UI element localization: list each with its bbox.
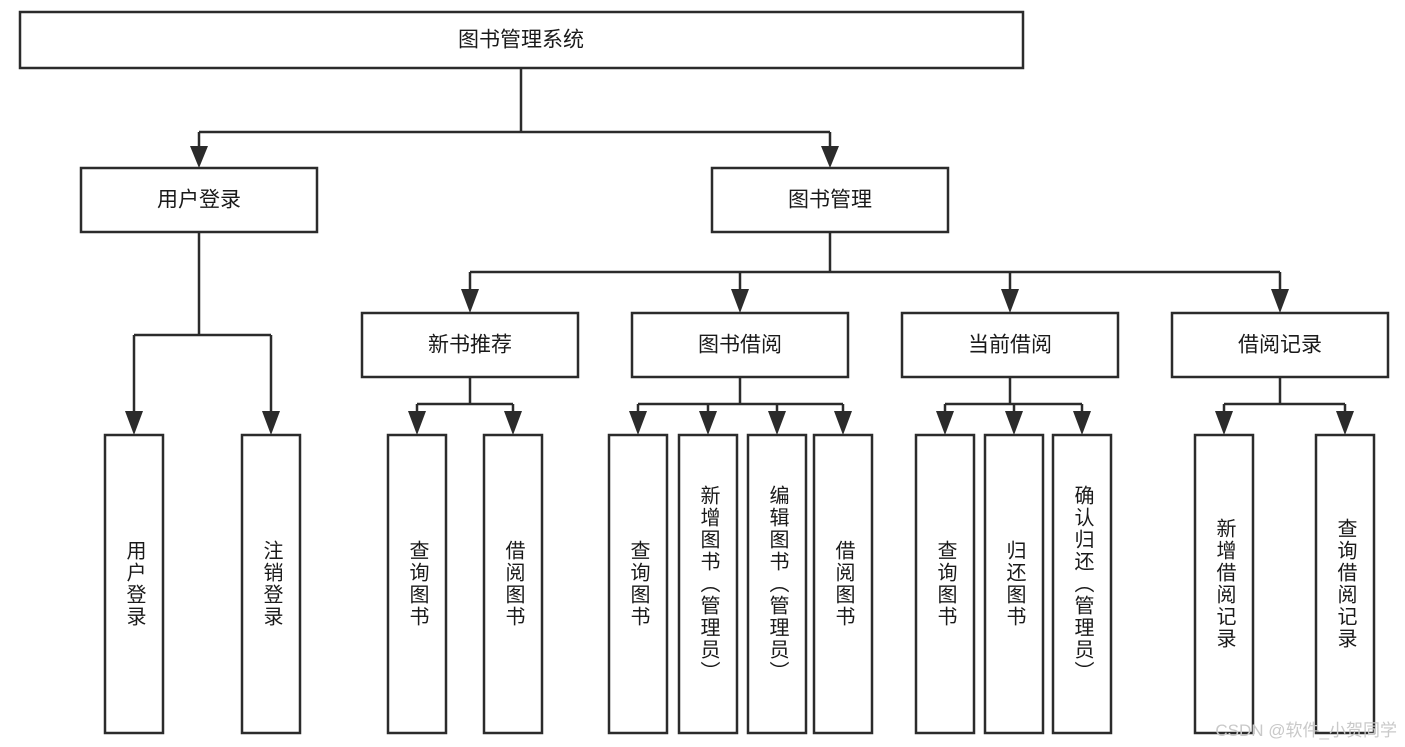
leaf-current-borrow-3[interactable]: 确认归还（管理员） [1051, 433, 1113, 735]
leaf-box[interactable] [386, 433, 448, 735]
connector-borrowrecord-to-leaves [1215, 377, 1354, 435]
node-book-management-box[interactable] [710, 166, 950, 234]
connector-currentborrow-to-leaves [936, 377, 1091, 435]
arrow-head-icon [834, 411, 852, 435]
leaf-label: 查询借阅记录 [1334, 518, 1356, 650]
leaf-label: 新增借阅记录 [1213, 518, 1235, 650]
node-borrow-record-box[interactable] [1170, 311, 1390, 379]
leaf-current-borrow-1[interactable]: 查询图书 [914, 433, 976, 735]
leaf-user-login-2[interactable]: 注销登录 [240, 433, 302, 735]
arrow-head-icon [1215, 411, 1233, 435]
leaf-label: 查询图书 [406, 540, 428, 628]
leaf-box[interactable] [1314, 433, 1376, 735]
arrow-head-icon [821, 146, 839, 168]
leaf-box[interactable] [103, 433, 165, 735]
node-user-login-box[interactable] [79, 166, 319, 234]
leaf-book-borrow-4[interactable]: 借阅图书 [812, 433, 874, 735]
leaf-label: 确认归还（管理员） [1071, 485, 1093, 683]
arrow-head-icon [1005, 411, 1023, 435]
leaf-label: 查询图书 [934, 540, 956, 628]
leaf-book-borrow-2[interactable]: 新增图书（管理员） [677, 433, 739, 735]
arrow-head-icon [699, 411, 717, 435]
arrow-head-icon [1271, 289, 1289, 313]
leaf-borrow-record-1[interactable]: 新增借阅记录 [1193, 433, 1255, 735]
node-new-book-recommend[interactable]: 新书推荐 [360, 311, 580, 379]
leaf-new-book-2[interactable]: 借阅图书 [482, 433, 544, 735]
node-borrow-record[interactable]: 借阅记录 [1170, 311, 1390, 379]
leaf-box[interactable] [240, 433, 302, 735]
arrow-head-icon [408, 411, 426, 435]
leaf-label: 借阅图书 [502, 540, 524, 628]
leaf-user-login-1[interactable]: 用户登录 [103, 433, 165, 735]
arrow-head-icon [504, 411, 522, 435]
arrow-head-icon [731, 289, 749, 313]
connector-newbook-to-leaves [408, 377, 522, 435]
leaf-new-book-1[interactable]: 查询图书 [386, 433, 448, 735]
leaf-label: 借阅图书 [832, 540, 854, 628]
node-book-borrow-box[interactable] [630, 311, 850, 379]
node-root[interactable]: 图书管理系统 [18, 10, 1025, 70]
leaf-label: 归还图书 [1003, 540, 1025, 628]
leaf-label: 查询图书 [627, 540, 649, 628]
leaf-borrow-record-2[interactable]: 查询借阅记录 [1314, 433, 1376, 735]
leaf-box[interactable] [1193, 433, 1255, 735]
leaf-book-borrow-3[interactable]: 编辑图书（管理员） [746, 433, 808, 735]
node-root-label: 图书管理系统 [458, 29, 584, 52]
leaf-book-borrow-1[interactable]: 查询图书 [607, 433, 669, 735]
leaf-box[interactable] [607, 433, 669, 735]
leaf-box[interactable] [677, 433, 739, 735]
node-new-book-recommend-label: 新书推荐 [428, 334, 512, 357]
arrow-head-icon [629, 411, 647, 435]
connector-bookmgmt-to-level3 [461, 232, 1289, 313]
leaf-box[interactable] [1051, 433, 1113, 735]
node-new-book-recommend-box[interactable] [360, 311, 580, 379]
node-borrow-record-label: 借阅记录 [1238, 334, 1322, 357]
leaf-box[interactable] [914, 433, 976, 735]
leaf-current-borrow-2[interactable]: 归还图书 [983, 433, 1045, 735]
leaf-box[interactable] [746, 433, 808, 735]
node-book-borrow[interactable]: 图书借阅 [630, 311, 850, 379]
node-current-borrow-label: 当前借阅 [968, 334, 1052, 357]
arrow-head-icon [1001, 289, 1019, 313]
leaf-box[interactable] [812, 433, 874, 735]
arrow-head-icon [461, 289, 479, 313]
node-book-borrow-label: 图书借阅 [698, 334, 782, 357]
leaf-box[interactable] [983, 433, 1045, 735]
leaf-label: 用户登录 [123, 540, 145, 628]
leaf-label: 编辑图书（管理员） [766, 485, 788, 683]
arrow-head-icon [1336, 411, 1354, 435]
connector-userlogin-to-leaves [125, 232, 280, 435]
connector-root-to-level2 [190, 68, 839, 168]
arrow-head-icon [125, 411, 143, 435]
arrow-head-icon [190, 146, 208, 168]
arrow-head-icon [1073, 411, 1091, 435]
leaf-label: 注销登录 [260, 540, 282, 628]
leaf-box[interactable] [482, 433, 544, 735]
connector-bookborrow-to-leaves [629, 377, 852, 435]
arrow-head-icon [262, 411, 280, 435]
arrow-head-icon [936, 411, 954, 435]
node-current-borrow[interactable]: 当前借阅 [900, 311, 1120, 379]
node-user-login-label: 用户登录 [157, 189, 241, 212]
node-user-login[interactable]: 用户登录 [79, 166, 319, 234]
node-book-management[interactable]: 图书管理 [710, 166, 950, 234]
node-current-borrow-box[interactable] [900, 311, 1120, 379]
leaf-label: 新增图书（管理员） [697, 485, 719, 683]
node-book-management-label: 图书管理 [788, 189, 872, 212]
node-root-box[interactable] [18, 10, 1025, 70]
arrow-head-icon [768, 411, 786, 435]
